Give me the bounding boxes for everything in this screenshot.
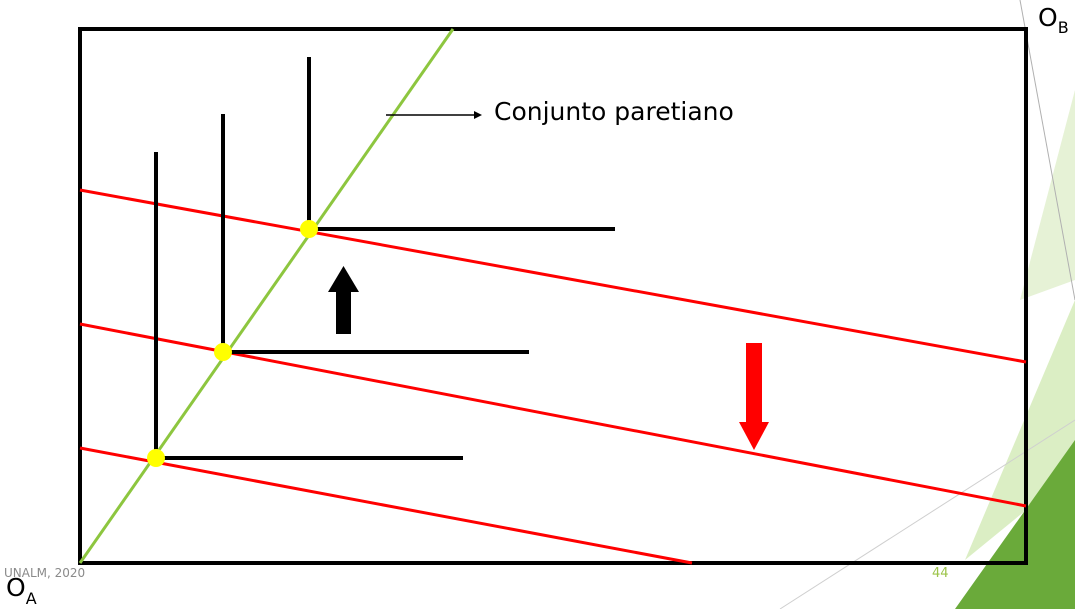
red-indifference-line-middle [79,322,1027,508]
contract-curve-line [78,28,455,564]
deco-dark-triangle [955,440,1075,609]
origin-b-subscript: B [1058,18,1069,37]
indifference-curves-b [79,188,1027,565]
down-arrow-head [739,422,769,450]
down-arrow-shaft [746,343,762,423]
origin-a-letter: O [6,573,26,602]
down-arrow [739,343,769,450]
tangency-point-bottom [147,449,165,467]
black-l-curve-middle [221,114,529,354]
origin-a-subscript: A [26,589,37,608]
origin-b-label: OB [1038,3,1069,37]
page-number: 44 [932,566,949,581]
black-l-curve-top [307,57,615,231]
deco-light-triangle-upper [1020,90,1075,300]
edgeworth-box-frame [78,27,1028,565]
red-indifference-line-top [79,188,1027,364]
up-arrow [328,266,359,334]
slide-decoration [779,0,1075,610]
deco-thin-line-1 [1019,0,1075,301]
pareto-set-label: Conjunto paretiano [494,97,734,126]
origin-a-label: OA [6,573,37,608]
tangency-point-middle [214,343,232,361]
origin-b-letter: O [1038,3,1058,32]
up-arrow-shaft [336,290,351,334]
annotation-pointer-head [474,111,482,119]
footer-text: UNALM, 2020 [4,566,85,580]
up-arrow-head [328,266,359,292]
tangency-point-top [300,220,318,238]
tangency-points [147,220,318,467]
deco-light-triangle-mid [965,300,1075,560]
red-indifference-line-bottom [79,446,693,565]
annotation-pointer [386,111,482,119]
